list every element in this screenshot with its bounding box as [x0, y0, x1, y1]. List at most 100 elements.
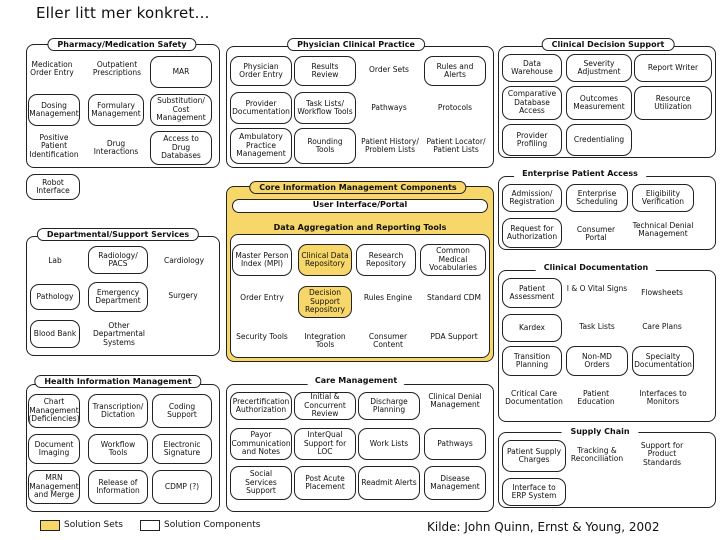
physician-title: Physician Clinical Practice: [287, 38, 425, 51]
physician-item: Ambulatory Practice Management: [230, 128, 292, 164]
user-interface-title: User Interface/Portal: [312, 200, 408, 209]
departmental-item: Other Departmental Systems: [92, 321, 146, 347]
departmental-item: Radiology/ PACS: [88, 246, 148, 274]
care-item: Disease Management: [424, 466, 486, 500]
care-item: Readmit Alerts: [358, 466, 420, 500]
care-item: Post Acute Placement: [294, 466, 356, 500]
legend-solution-sets-swatch: [40, 520, 60, 531]
data-aggregation-title: Data Aggregation and Reporting Tools: [273, 223, 447, 232]
decision-item: Data Warehouse: [502, 54, 562, 82]
departmental-item: Lab: [48, 256, 62, 265]
physician-item: Task Lists/ Workflow Tools: [294, 92, 356, 124]
care-item: Work Lists: [358, 428, 420, 460]
pharmacy-item: Dosing Management: [28, 94, 80, 126]
clindoc-item: Non-MD Orders: [566, 346, 628, 376]
him-item: Chart Management (Deficiencies): [28, 394, 80, 428]
supply-item: Tracking & Reconciliation: [570, 446, 624, 464]
enterprise-title: Enterprise Patient Access: [513, 168, 647, 179]
physician-item: Patient History/ Problem Lists: [361, 137, 419, 155]
him-item: Transcription/ Dictation: [88, 394, 148, 428]
core-item: Rules Engine: [363, 293, 413, 302]
core-item: Order Entry: [240, 293, 284, 302]
pharmacy-item: MAR: [150, 56, 212, 88]
him-item: Document Imaging: [28, 434, 80, 464]
care-item: Payor Communication and Notes: [230, 428, 292, 460]
clindoc-item: Critical Care Documentation: [505, 389, 563, 407]
physician-item: Rules and Alerts: [424, 56, 486, 86]
supply-item: Patient Supply Charges: [502, 440, 566, 472]
him-item: MRN Management and Merge: [28, 470, 80, 504]
pharmacy-item: Access to Drug Databases: [150, 131, 212, 165]
clindoc-item: Patient Education: [577, 389, 615, 407]
him-item: Release of Information: [88, 470, 148, 504]
departmental-item: Pathology: [30, 284, 80, 310]
clindoc-item: I & O Vital Signs: [566, 284, 628, 293]
physician-item: Protocols: [437, 103, 473, 112]
decision-item: Credentialing: [566, 124, 632, 156]
physician-item: Order Sets: [369, 65, 409, 74]
supply-item: Interface to ERP System: [502, 478, 566, 506]
core-item: Decision Support Repository: [298, 286, 352, 318]
decision-item: Outcomes Measurement: [566, 86, 632, 120]
supply-title: Supply Chain: [561, 426, 639, 437]
decision-item: Comparative Database Access: [502, 86, 562, 120]
decision-item: Severity Adjustment: [566, 54, 632, 82]
clindoc-item: Specialty Documentation: [632, 346, 694, 376]
care-item: InterQual Support for LOC: [294, 428, 356, 460]
decision-item: Report Writer: [634, 54, 712, 82]
user-interface-bar: [232, 199, 488, 213]
care-item: Clinical Denial Management: [428, 392, 482, 410]
enterprise-item: Enterprise Scheduling: [566, 184, 628, 212]
him-title: Health Information Management: [34, 375, 202, 388]
source-credit: Kilde: John Quinn, Ernst & Young, 2002: [427, 520, 660, 534]
core-item: PDA Support: [430, 332, 478, 341]
legend-solution-components-label: Solution Components: [164, 520, 261, 530]
care-title: Care Management: [305, 375, 407, 386]
departmental-title: Departmental/Support Services: [36, 228, 200, 241]
slide-title: Eller litt mer konkret…: [36, 4, 210, 22]
care-item: Social Services Support: [230, 466, 292, 500]
pharmacy-item: Formulary Management: [88, 94, 144, 126]
care-item: Pathways: [424, 428, 486, 460]
clindoc-item: Kardex: [502, 314, 562, 342]
robot-interface: Robot Interface: [26, 174, 80, 200]
him-item: Workflow Tools: [88, 434, 148, 464]
him-item: Electronic Signature: [152, 434, 212, 464]
pharmacy-item: Drug Interactions: [93, 139, 139, 157]
core-title: Core Information Management Components: [249, 181, 467, 194]
pharmacy-item: Substitution/ Cost Management: [150, 94, 212, 126]
pharmacy-item: Positive Patient Identification: [29, 133, 79, 159]
enterprise-item: Technical Denial Management: [632, 221, 694, 239]
clindoc-item: Task Lists: [579, 322, 615, 331]
core-item: Master Person Index (MPI): [232, 244, 292, 276]
departmental-item: Blood Bank: [30, 320, 80, 348]
physician-item: Provider Documentation: [230, 92, 292, 124]
pharmacy-item: Medication Order Entry: [30, 60, 74, 78]
core-item: Research Repository: [356, 244, 416, 276]
him-item: CDMP (?): [152, 470, 212, 504]
clindoc-item: Care Plans: [642, 322, 682, 331]
core-item: Clinical Data Repository: [298, 244, 352, 276]
clindoc-item: Interfaces to Monitors: [639, 389, 687, 407]
clindoc-item: Patient Assessment: [502, 278, 562, 308]
care-item: Discharge Planning: [358, 392, 420, 420]
physician-item: Results Review: [294, 56, 356, 86]
physician-item: Rounding Tools: [294, 128, 356, 164]
enterprise-item: Admission/ Registration: [502, 184, 562, 212]
care-item: Precertification Authorization: [230, 392, 292, 420]
departmental-item: Emergency Department: [88, 282, 148, 312]
core-item: Security Tools: [236, 332, 288, 341]
pharmacy-item: Outpatient Prescriptions: [92, 60, 142, 78]
enterprise-item: Request for Authorization: [502, 218, 562, 248]
decision-item: Provider Profiling: [502, 124, 562, 156]
him-item: Coding Support: [152, 394, 212, 428]
enterprise-item: Consumer Portal: [576, 225, 616, 243]
supply-item: Support for Product Standards: [640, 441, 684, 467]
physician-item: Pathways: [371, 103, 407, 112]
departmental-item: Cardiology: [163, 256, 205, 265]
core-item: Common Medical Vocabularies: [420, 244, 486, 276]
care-item: Initial & Concurrent Review: [294, 392, 356, 420]
departmental-item: Surgery: [168, 291, 198, 300]
physician-item: Patient Locator/ Patient Lists: [426, 137, 486, 155]
legend-solution-components-swatch: [140, 520, 160, 531]
